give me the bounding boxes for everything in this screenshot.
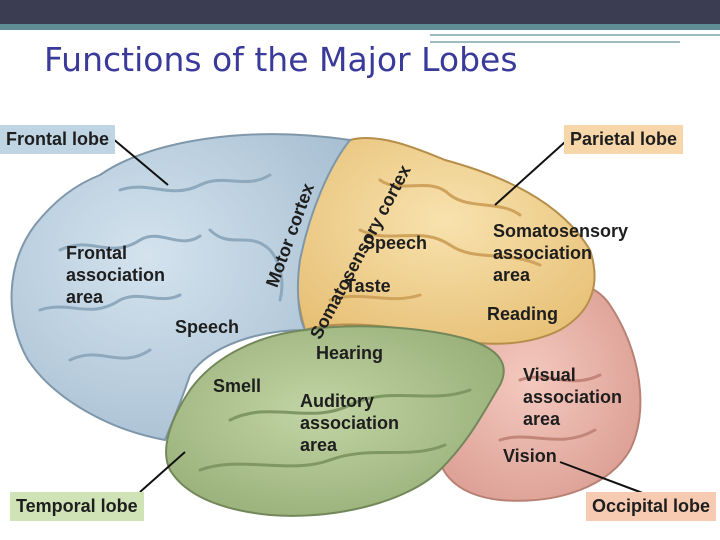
frontal-association-line: association (66, 265, 166, 285)
vision-label: Vision (503, 446, 557, 466)
frontal-lobe-label: Frontal lobe (0, 125, 115, 154)
speech-frontal-label: Speech (175, 317, 240, 337)
temporal-lobe-label: Temporal lobe (10, 492, 144, 521)
auditory-association-line: Auditory (300, 391, 374, 411)
header-accent-bar (0, 24, 720, 30)
frontal-association-area-label: Frontal association area (66, 242, 165, 308)
hearing-label: Hearing (316, 343, 384, 363)
frontal-lobe-pointer (111, 137, 169, 186)
occipital-lobe-label: Occipital lobe (586, 492, 717, 521)
taste-label: Taste (345, 276, 391, 296)
parietal-lobe-pointer (494, 141, 566, 206)
auditory-association-area-label: Auditory association area (300, 390, 399, 456)
auditory-association-line: area (300, 435, 338, 455)
temporal-lobe-pointer (139, 451, 186, 493)
frontal-lobe-region (10, 133, 352, 442)
reading-label: Reading (487, 304, 559, 324)
header-decoration-line (430, 41, 680, 43)
speech-parietal-label: Speech (363, 233, 428, 253)
frontal-association-line: Frontal (66, 243, 127, 263)
somatosensory-association-line: area (493, 265, 531, 285)
parietal-lobe-label: Parietal lobe (564, 125, 684, 154)
visual-association-line: association (523, 387, 623, 407)
visual-association-area-label: Visual association area (523, 364, 622, 430)
header-bar (0, 0, 720, 24)
brain-fold-lines (38, 173, 602, 472)
visual-association-line: area (523, 409, 561, 429)
auditory-association-line: association (300, 413, 400, 433)
temporal-lobe-region (165, 325, 505, 517)
header-decoration-line (430, 34, 720, 36)
occipital-lobe-pointer (559, 461, 649, 496)
visual-association-line: Visual (523, 365, 576, 385)
somatosensory-association-area-label: Somatosensory association area (493, 220, 628, 286)
somatosensory-association-line: association (493, 243, 593, 263)
page-title: Functions of the Major Lobes (44, 40, 518, 79)
smell-label: Smell (213, 376, 262, 396)
somatosensory-association-line: Somatosensory (493, 221, 629, 241)
frontal-association-line: area (66, 287, 104, 307)
